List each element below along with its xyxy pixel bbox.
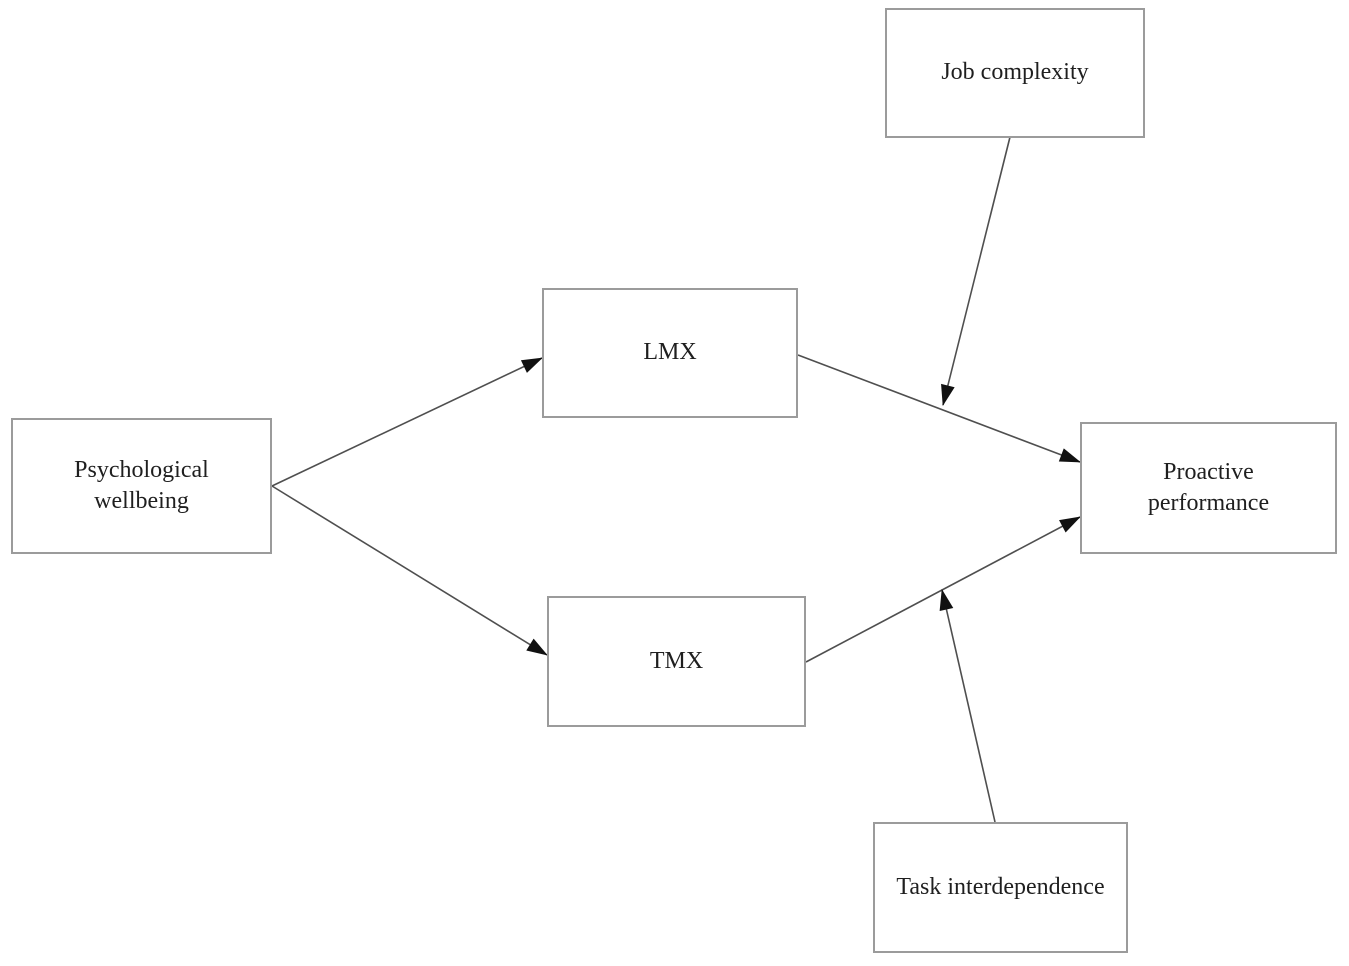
node-job-complexity-label: Job complexity bbox=[941, 59, 1089, 86]
edge-lmx-to-proactive bbox=[797, 354, 1081, 463]
node-tmx-label: TMX bbox=[649, 647, 704, 674]
edge-jobcomplexity-moderation bbox=[941, 136, 1011, 406]
edge-psych-to-lmx bbox=[271, 357, 543, 487]
node-lmx: LMX bbox=[542, 288, 798, 418]
node-proactive-performance-label: Proactive performance bbox=[1147, 458, 1270, 516]
edge-taskinterdependence-moderation bbox=[939, 589, 996, 823]
edge-psych-to-tmx bbox=[271, 485, 548, 656]
node-task-interdependence: Task interdependence bbox=[873, 822, 1128, 953]
node-psychological-wellbeing-label: Psychological wellbeing bbox=[74, 456, 209, 514]
node-psychological-wellbeing: Psychological wellbeing bbox=[11, 418, 272, 554]
node-lmx-label: LMX bbox=[643, 339, 697, 366]
edge-tmx-to-proactive bbox=[805, 516, 1081, 663]
node-tmx: TMX bbox=[547, 596, 806, 727]
node-proactive-performance: Proactive performance bbox=[1080, 422, 1337, 554]
node-job-complexity: Job complexity bbox=[885, 8, 1145, 138]
node-task-interdependence-label: Task interdependence bbox=[896, 873, 1105, 900]
